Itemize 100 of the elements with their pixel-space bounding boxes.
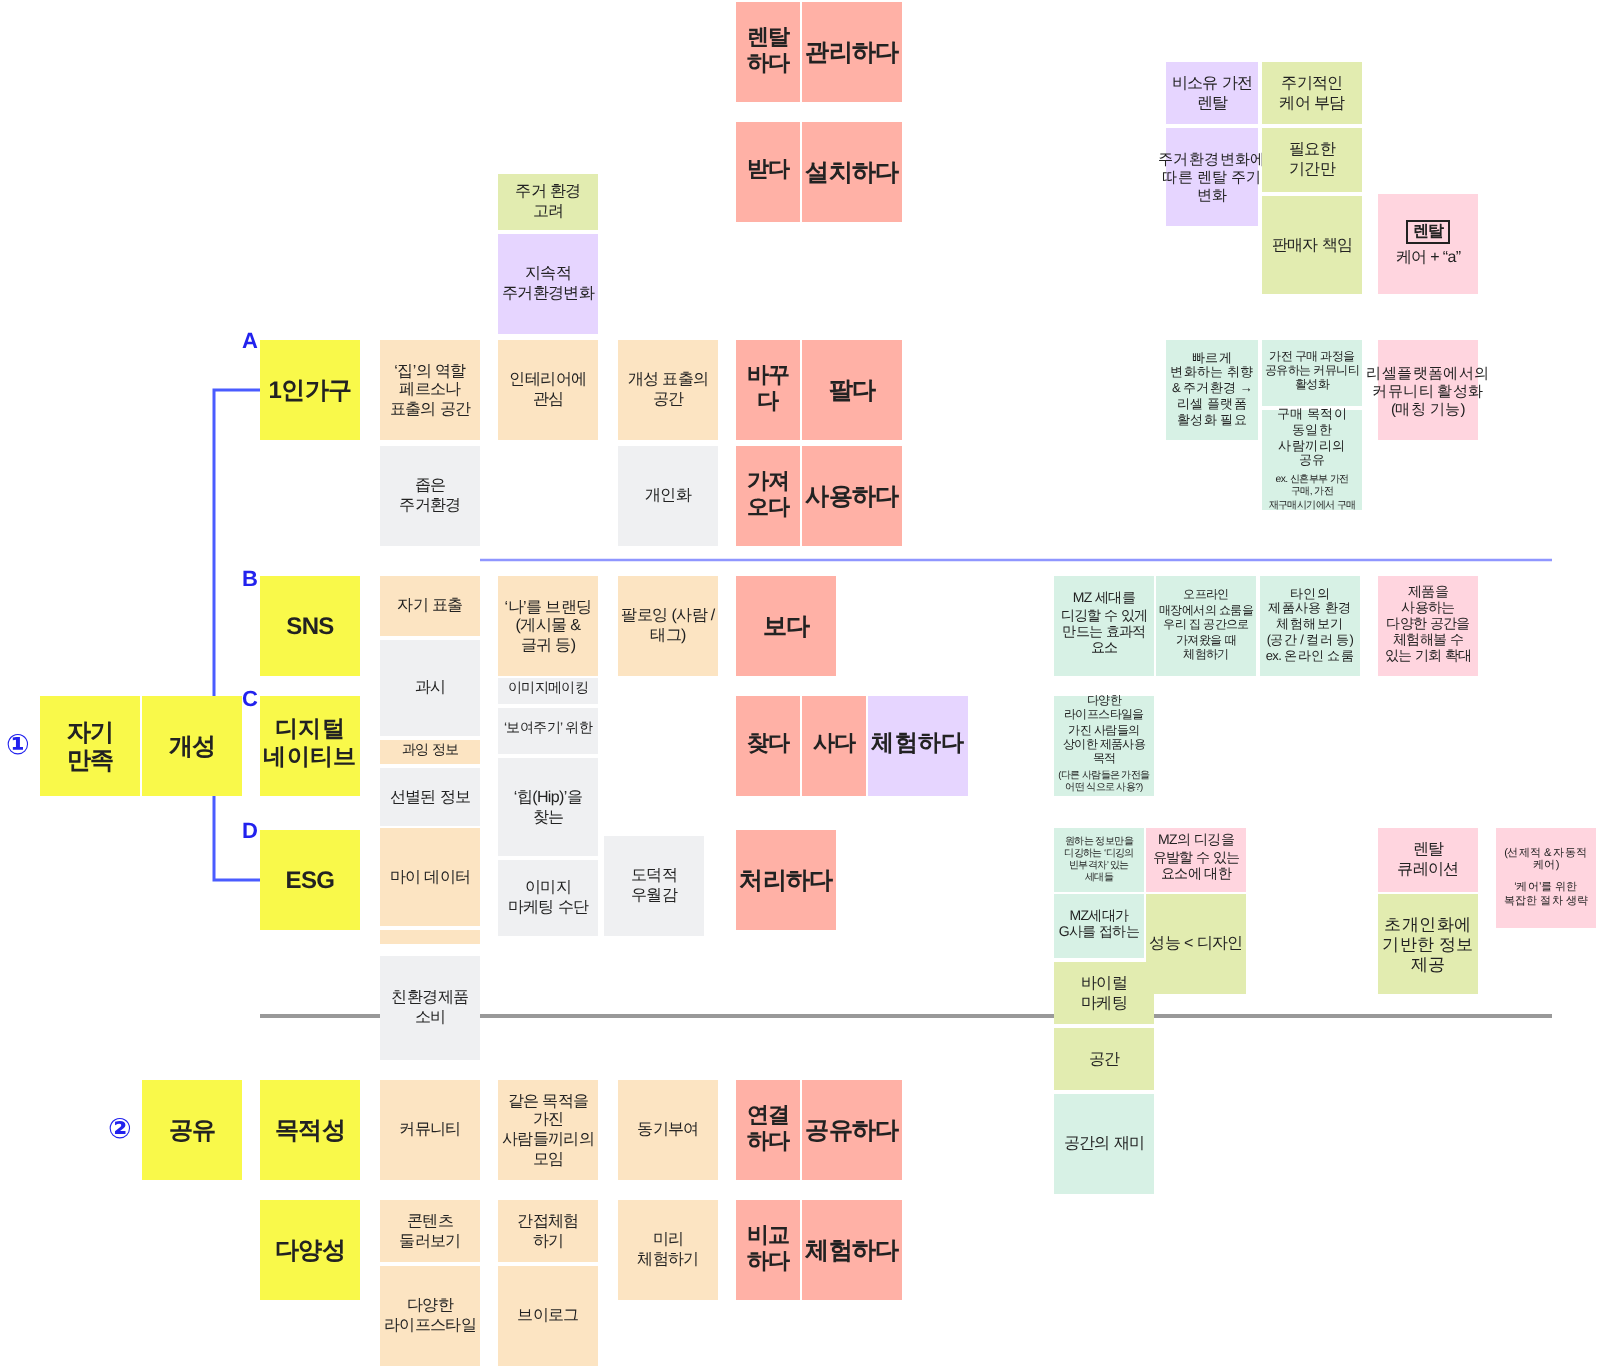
note-text: 마이 데이터 xyxy=(389,867,471,887)
note-text: 다양한 라이프스타일 xyxy=(382,1296,478,1336)
sticky-note xyxy=(380,1266,480,1366)
note-text: 연결하다 xyxy=(744,1103,792,1157)
note-text: 팔다 xyxy=(828,375,876,405)
circled-number: ② xyxy=(108,1114,132,1142)
note-text: 가져오다 xyxy=(744,469,792,523)
note-text: 도덕적 우월감 xyxy=(628,866,680,906)
note-text: 비교하다 xyxy=(744,1223,792,1277)
sticky-note xyxy=(380,956,480,1060)
note-text: 동기부여 xyxy=(637,1120,699,1140)
sticky-note xyxy=(1166,340,1258,440)
sticky-note xyxy=(1378,828,1478,892)
note-text: 팔로잉 (사람 / 태그) xyxy=(620,606,716,646)
sticky-note xyxy=(1054,696,1154,796)
sticky-note xyxy=(498,678,598,704)
connector-line xyxy=(212,796,260,882)
note-text: 미리 체험하기 xyxy=(635,1230,701,1270)
sticky-note xyxy=(1496,828,1596,928)
note-text: 개성 xyxy=(168,731,216,761)
sticky-note xyxy=(380,740,480,764)
sticky-note xyxy=(618,1080,718,1180)
note-text: 공유하다 xyxy=(805,1115,899,1145)
note-text: ‘집’의 역할 페르소나 표출의 공간 xyxy=(387,361,473,419)
sticky-note xyxy=(260,340,360,440)
sticky-note xyxy=(1262,340,1362,406)
sticky-note xyxy=(802,122,902,222)
sticky-note xyxy=(380,1200,480,1262)
sticky-note xyxy=(380,576,480,636)
note-text: 목적성 xyxy=(274,1115,346,1145)
sticky-note xyxy=(1378,894,1478,994)
note-text: 선별된 정보 xyxy=(389,787,471,807)
sticky-note xyxy=(498,340,598,440)
sticky-note xyxy=(498,174,598,230)
note-text: 주기적인 케어 부담 xyxy=(1277,73,1347,113)
sticky-note xyxy=(1146,894,1246,994)
note-text: 성능 < 디자인 xyxy=(1149,934,1243,954)
sticky-note xyxy=(380,340,480,440)
sticky-note xyxy=(736,696,800,796)
note-text: 바꾸다 xyxy=(744,363,792,417)
note-text: 렌탈하다 xyxy=(744,25,792,79)
sticky-note xyxy=(260,576,360,676)
note-text: 처리하다 xyxy=(739,865,833,895)
sticky-note xyxy=(498,1200,598,1262)
sticky-note xyxy=(260,1080,360,1180)
sticky-note xyxy=(618,576,718,676)
connector-line xyxy=(212,388,260,696)
note-text: 커뮤니티 xyxy=(399,1120,461,1140)
sticky-note xyxy=(736,340,800,440)
sticky-note xyxy=(40,696,140,796)
note-text: 보다 xyxy=(762,611,810,641)
sticky-note xyxy=(802,696,866,796)
note-text: 체험하다 xyxy=(871,732,965,760)
sticky-note xyxy=(736,830,836,930)
sticky-note xyxy=(142,1080,242,1180)
sticky-note xyxy=(1054,1094,1154,1194)
note-text: 렌탈 큐레이션 xyxy=(1395,840,1461,880)
note-text: 지속적 주거환경변화 xyxy=(500,264,596,304)
sticky-note xyxy=(498,576,598,676)
sticky-note xyxy=(380,828,480,926)
note-text: 사다 xyxy=(812,732,856,760)
sticky-note xyxy=(736,1080,800,1180)
sticky-note xyxy=(802,1200,902,1300)
note-text: 케어 + “a” xyxy=(1395,248,1461,268)
sticky-note xyxy=(736,2,800,102)
sticky-note xyxy=(1054,576,1154,676)
sticky-note xyxy=(498,1080,598,1180)
note-text: 개인화 xyxy=(644,486,692,506)
note-text: 간접체험 하기 xyxy=(515,1211,581,1251)
note-text: 초개인화에 기반한 정보 제공 xyxy=(1380,913,1476,975)
sticky-note xyxy=(260,1200,360,1300)
sticky-note xyxy=(1262,410,1362,510)
note-text: ‘힙(Hip)’을 찾는 xyxy=(511,787,585,827)
note-text: 브이로그 xyxy=(517,1306,579,1326)
note-text: 사용하다 xyxy=(805,481,899,511)
sticky-note xyxy=(1054,894,1144,958)
section-letter: B xyxy=(242,570,258,592)
sticky-note xyxy=(498,234,598,334)
sticky-note xyxy=(142,696,242,796)
note-text: 주거 환경 고려 xyxy=(513,182,583,222)
sticky-note xyxy=(1054,962,1154,1024)
sticky-note xyxy=(1166,62,1258,124)
sticky-note xyxy=(1156,576,1256,676)
note-text: 필요한 기간만 xyxy=(1286,140,1338,180)
sticky-note xyxy=(260,696,360,796)
note-text: ‘나’를 브랜딩 (게시물 & 글귀 등) xyxy=(502,597,594,655)
sticky-note xyxy=(618,340,718,440)
note-text: 개성 표출의 공간 xyxy=(625,370,711,410)
sticky-note xyxy=(260,830,360,930)
note-text: ESG xyxy=(285,865,335,895)
note-text: 공간 xyxy=(1088,1049,1120,1069)
sticky-note xyxy=(1262,62,1362,124)
sticky-note xyxy=(868,696,968,796)
note-text: 찾다 xyxy=(746,732,790,760)
note-text: 받다 xyxy=(746,158,790,186)
sticky-note xyxy=(1054,1028,1154,1090)
sticky-note xyxy=(380,930,480,944)
sticky-note xyxy=(618,1200,718,1300)
circled-number: ① xyxy=(6,730,30,758)
note-text: 비소유 가전 렌탈 xyxy=(1169,73,1255,113)
